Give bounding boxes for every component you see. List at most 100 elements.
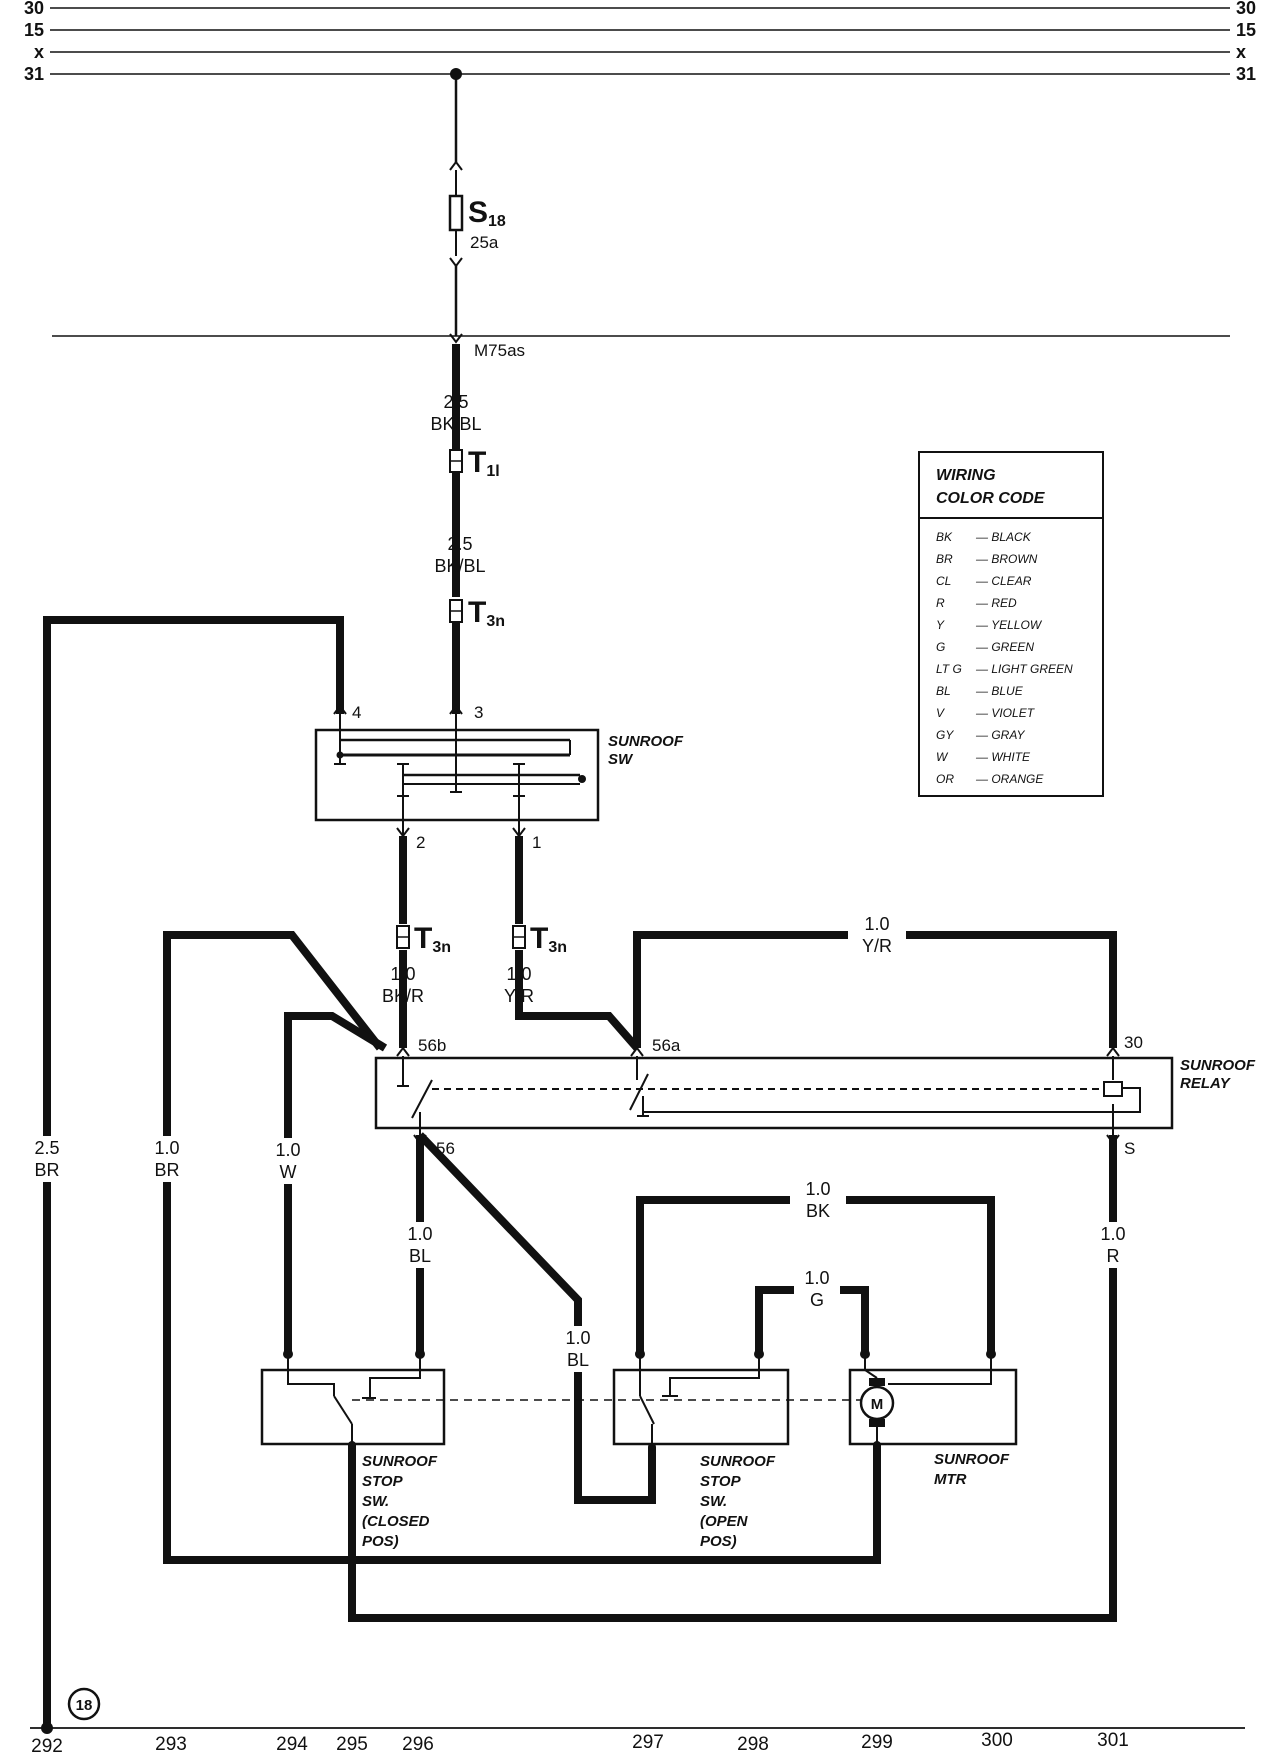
connector-t1l: T1l [449,446,500,480]
stop-switch-closed-label-2: STOP [362,1473,404,1490]
stop-switch-open-dot-g [754,1349,764,1359]
legend-box [918,451,1104,797]
stop-switch-open-dot-out [648,1443,656,1451]
wire-label-color-12: G [810,1290,824,1310]
legend-code: LT G [936,662,962,676]
wire-label-color-7: BR [154,1160,179,1180]
bus-label-left-31: 31 [24,64,44,84]
ground-connector [449,333,463,344]
stop-switch-open-right-lead [669,1354,760,1396]
legend-name: — YELLOW [975,618,1043,632]
stop-switch-open-label-3: SW. [700,1493,727,1510]
sunroof-switch-label-line2: SW [608,751,634,768]
wire-label-backing-12 [794,1266,840,1312]
stop-switch-closed-right-lead [369,1354,421,1398]
bus-label-right-30: 30 [1236,0,1256,18]
sunroof-switch-dot-left [336,751,344,759]
sunroof-switch-pin1-terminal [512,827,526,838]
legend-name: — CLEAR [975,574,1032,588]
wire-label-backing-9 [399,1222,441,1268]
track-number: 301 [1097,1730,1129,1751]
sunroof-switch-label-line1: SUNROOF [608,733,684,750]
fuse-bottom-terminal [449,257,463,268]
wire-label-backing-11 [790,1177,846,1223]
stop-switch-open-label-2: STOP [700,1473,742,1490]
relay-pin-56-terminal [413,1134,427,1145]
wire-label-backing-7 [146,1136,188,1182]
relay-coil-loop [643,1087,1141,1113]
connector-t3n-left: T3n [396,922,451,956]
wire-label-gauge-11: 1.0 [805,1179,830,1199]
stop-switch-closed-dot-w [283,1349,293,1359]
track-number: 292 [31,1736,63,1754]
legend-name: — GRAY [975,728,1025,742]
connector-t3n-right-label: T3n [530,922,567,956]
bus-label-left-x: x [34,42,44,62]
wire-label-gauge-12: 1.0 [804,1268,829,1288]
wire-label-backing-8 [267,1138,309,1184]
bus-label-left-15: 15 [24,20,44,40]
legend-code: W [936,750,949,764]
stop-switch-open-label-4: (OPEN [700,1513,749,1530]
sunroof-motor-label-line1: SUNROOF [934,1451,1010,1468]
wire-label-gauge-2: 2.5 [447,534,472,554]
sunroof-motor: M SUNROOF MTR [848,1349,1018,1488]
sunroof-motor-internals [864,1354,992,1385]
wire-label-color-6: BR [34,1160,59,1180]
track-number: 300 [981,1730,1013,1751]
fuse-s18 [448,160,464,268]
wire-label-color-13: R [1107,1246,1120,1266]
sunroof-switch: 4 3 2 1 SUNROOF SW [314,703,684,852]
relay-pin-56b-terminal [396,1046,410,1057]
legend-name: — GREEN [975,640,1034,654]
wire-label-gauge-8: 1.0 [275,1140,300,1160]
legend-name: — BLUE [975,684,1024,698]
relay-pin-56a-terminal [630,1046,644,1057]
fuse-rating: 25a [470,233,499,252]
sunroof-motor-g-lead [864,1354,878,1379]
sunroof-switch-dot-right [578,775,586,783]
sunroof-switch-pin4-terminal [333,704,347,715]
legend-code: BL [936,684,951,698]
sunroof-relay-label-line2: RELAY [1180,1075,1232,1092]
wire-label-gauge-1: 2.5 [443,392,468,412]
legend-name: — WHITE [975,750,1031,764]
sunroof-motor-dot-bk [986,1349,996,1359]
track-numbers: 292 293 294 295 296 297 298 299 300 301 [31,1730,1129,1754]
relay-pin-56a: 56a [652,1036,681,1055]
legend-code: CL [936,574,951,588]
wire-label-color-9: BL [409,1246,431,1266]
legend-code: G [936,640,945,654]
bus-label-right-31: 31 [1236,64,1256,84]
sunroof-switch-pin-1: 1 [532,833,541,852]
track-number: 296 [402,1734,434,1754]
legend-entries: BK — BLACK BR — BROWN CL — CLEAR R — RED… [936,530,1073,786]
relay-pin-56: 56 [436,1139,455,1158]
stop-switch-closed-dot-out [348,1441,356,1449]
legend-code: Y [936,618,945,632]
connector-t3n-left-label: T3n [414,922,451,956]
legend-title-line2: COLOR CODE [936,490,1046,507]
wire-label-gauge-13: 1.0 [1100,1224,1125,1244]
track-number: 298 [737,1734,769,1754]
track-number: 297 [632,1732,664,1753]
ground-reference-circle [67,1687,101,1721]
wire-label-backing-5 [848,912,906,958]
sunroof-relay-internals [396,1046,1141,1145]
bus-lines [50,7,1230,75]
wire-label-gauge-5: 1.0 [864,914,889,934]
wire-label-color-1: BK/BL [430,414,481,434]
wire-label-backing-13 [1092,1222,1134,1268]
track-number: 293 [155,1734,187,1754]
relay-pin-s-terminal [1106,1134,1120,1145]
stop-switch-open-dot-bk [635,1349,645,1359]
sunroof-relay-label-line1: SUNROOF [1180,1057,1256,1074]
stop-switch-closed-internals [287,1354,421,1445]
connector-t3n-main-label: T3n [468,596,505,630]
wire-label-color-2: BK/BL [434,556,485,576]
sunroof-motor-dot-out [873,1441,881,1449]
wire-label-gauge-9: 1.0 [407,1224,432,1244]
stop-switch-closed: SUNROOF STOP SW. (CLOSED POS) [260,1349,446,1550]
bus-labels: 30 15 x 31 30 15 x 31 [24,0,1256,84]
sunroof-switch-internals [333,704,580,838]
